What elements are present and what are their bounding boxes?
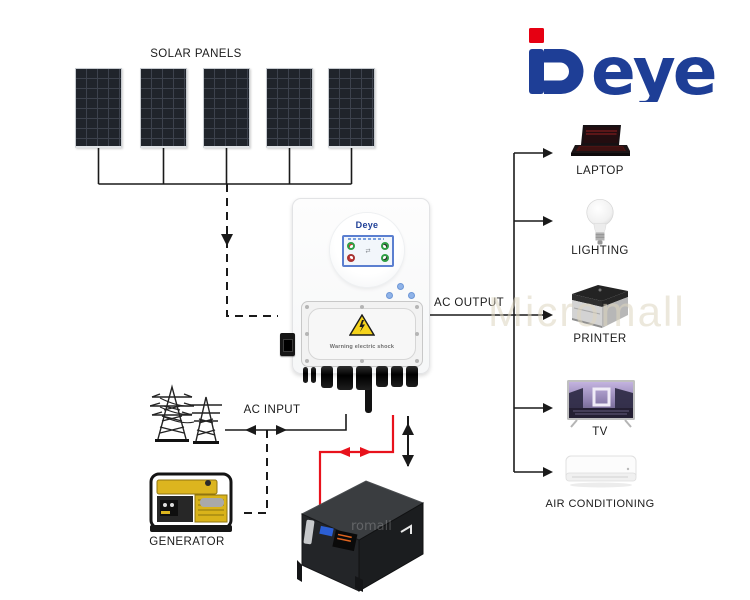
pv-arrow-down-icon <box>221 234 233 246</box>
laptop-icon <box>571 125 630 156</box>
printer-icon <box>572 285 628 328</box>
logo-red-square-icon <box>529 28 544 43</box>
solar-panel-icon <box>266 68 313 148</box>
inverter-button-right <box>408 292 415 299</box>
solar-panel-icon <box>203 68 250 148</box>
inverter-wiring-box: Warning electric shock <box>301 301 423 367</box>
ac-branch-lines <box>514 152 543 473</box>
battery-arrow-up-icon <box>402 423 414 435</box>
battery-gauge-icon <box>381 254 389 262</box>
battery-red-cable <box>318 415 395 512</box>
cable-gland <box>311 367 316 383</box>
ac-input-line <box>225 414 347 431</box>
branch-arrow-printer-icon <box>543 310 553 320</box>
ac-input-label: AC INPUT <box>243 404 301 416</box>
warning-triangle-icon <box>349 314 375 336</box>
branch-arrow-tv-icon <box>543 403 553 413</box>
logo-text: eye <box>591 33 715 102</box>
cable-gland <box>356 366 372 390</box>
battery-watermark: romall <box>351 519 392 534</box>
generator-dashed-line <box>240 430 268 514</box>
inverter-lcd-screen: ⇄ <box>342 235 394 267</box>
tv-label: TV <box>592 426 608 438</box>
cable-gland <box>406 366 418 387</box>
branch-arrow-laptop-icon <box>543 148 553 158</box>
cable-gland <box>303 367 308 383</box>
flow-arrows-icon: ⇄ <box>365 248 371 255</box>
cable-gland <box>376 366 388 387</box>
laptop-label: LAPTOP <box>576 165 624 177</box>
load-gauge-icon <box>347 254 355 262</box>
generator-icon <box>149 472 233 532</box>
warning-text: Warning electric shock <box>329 344 395 350</box>
ac-input-arrow-right-icon <box>276 425 287 435</box>
solar-panel-icon <box>140 68 187 148</box>
branch-arrow-lighting-icon <box>543 216 553 226</box>
generator-label: GENERATOR <box>149 536 225 548</box>
solar-panel-icon <box>328 68 375 148</box>
pv-string-bus-line <box>97 148 353 185</box>
printer-label: PRINTER <box>573 333 627 345</box>
logo-d-bowl <box>544 49 584 94</box>
logo-d-stem <box>529 49 544 94</box>
inverter-button-up <box>397 283 404 290</box>
inverter-button-left <box>386 292 393 299</box>
tv-icon <box>567 380 635 428</box>
battery-red-arrow-right-icon <box>360 447 372 457</box>
lcd-status-bar <box>348 238 384 240</box>
ac-input-arrow-left-icon <box>245 425 256 435</box>
ac-output-label: AC OUTPUT <box>434 297 505 309</box>
inverter: Deye ⇄ Warning electric shock <box>280 198 430 390</box>
cable-gland <box>337 366 353 390</box>
branch-arrow-ac-icon <box>543 467 553 477</box>
inverter-display-panel: Deye ⇄ <box>330 213 415 308</box>
light-bulb-icon <box>586 198 614 245</box>
air-conditioner-icon <box>565 455 637 488</box>
deye-logo: eye <box>529 28 718 102</box>
pv-dc-dashed-line <box>226 184 278 317</box>
dc-switch-knob <box>283 339 293 352</box>
battery-red-arrow-left-icon <box>338 447 350 457</box>
grid-towers-icon <box>150 384 222 444</box>
solar-panel-icon <box>75 68 122 148</box>
pv-gauge-icon <box>347 242 355 250</box>
air-conditioning-label: AIR CONDITIONING <box>545 498 655 510</box>
battery-arrow-down-icon <box>402 455 414 467</box>
cover-screws <box>305 305 309 309</box>
inverter-brand-text: Deye <box>355 220 379 230</box>
grid-gauge-icon <box>381 242 389 250</box>
solar-panels-label: SOLAR PANELS <box>150 48 242 60</box>
battery-cable <box>365 372 372 413</box>
dc-switch <box>280 333 295 356</box>
cable-gland <box>391 366 403 387</box>
cable-gland <box>321 366 333 388</box>
battery-icon: romall <box>297 480 425 592</box>
lighting-label: LIGHTING <box>571 245 629 257</box>
